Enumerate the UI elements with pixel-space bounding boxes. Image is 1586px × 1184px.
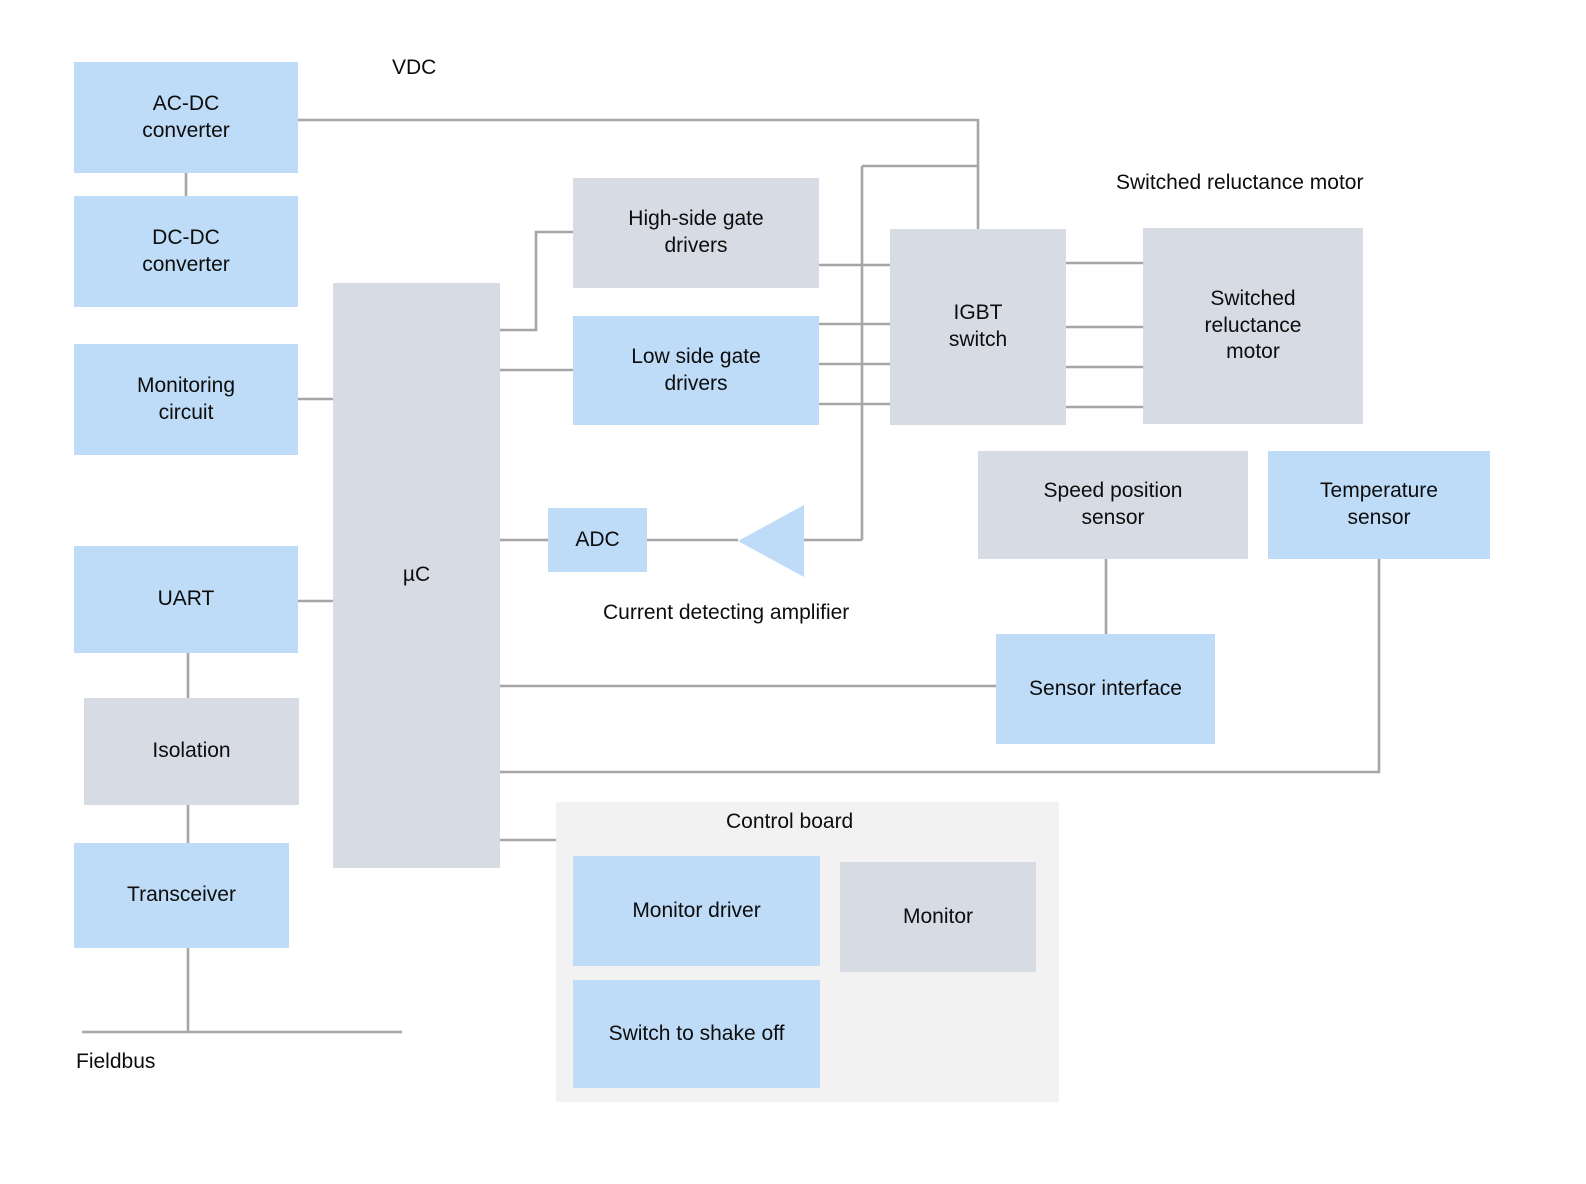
block-speed_sensor[interactable]: Speed position sensor — [978, 451, 1248, 559]
block-label-monitoring: Monitoring circuit — [136, 373, 236, 424]
block-switch_shake[interactable]: Switch to shake off — [573, 980, 820, 1088]
block-mcu[interactable]: µC — [333, 283, 500, 868]
label-srm_caption: Switched reluctance motor — [1116, 171, 1364, 194]
block-label-monitor_drv: Monitor driver — [632, 898, 761, 922]
block-srm[interactable]: Switched reluctance motor — [1143, 228, 1363, 424]
block-isolation[interactable]: Isolation — [84, 698, 299, 805]
block-label-transceiver: Transceiver — [127, 883, 236, 907]
block-label-sensor_if: Sensor interface — [1029, 676, 1182, 700]
wire-mcu-to-tempsensor — [500, 559, 1381, 774]
block-label-dc_dc: DC-DC converter — [142, 225, 230, 276]
block-label-low_side: Low side gate drivers — [631, 344, 761, 395]
block-label-isolation: Isolation — [152, 739, 231, 763]
block-temp_sensor[interactable]: Temperature sensor — [1268, 451, 1490, 559]
block-label-speed_sensor: Speed position sensor — [1043, 479, 1183, 529]
block-uart[interactable]: UART — [74, 546, 298, 653]
label-amp_caption: Current detecting amplifier — [603, 601, 850, 624]
block-transceiver[interactable]: Transceiver — [74, 843, 289, 948]
wire-mcu-to-highside — [500, 230, 573, 332]
block-label-mcu: µC — [402, 563, 431, 587]
current-detecting-amplifier-symbol — [738, 505, 804, 577]
block-label-high_side: High-side gate drivers — [628, 207, 764, 257]
block-ac_dc[interactable]: AC-DC converter — [74, 62, 298, 173]
label-vdc: VDC — [392, 56, 437, 79]
block-monitor[interactable]: Monitor — [840, 862, 1036, 972]
block-adc[interactable]: ADC — [548, 508, 647, 572]
block-label-temp_sensor: Temperature sensor — [1320, 479, 1438, 529]
block-monitor_drv[interactable]: Monitor driver — [573, 856, 820, 966]
label-fieldbus: Fieldbus — [76, 1050, 156, 1073]
block-igbt[interactable]: IGBT switch — [890, 229, 1066, 425]
block-monitoring[interactable]: Monitoring circuit — [74, 344, 298, 455]
block-label-ac_dc: AC-DC converter — [142, 91, 230, 142]
block-high_side[interactable]: High-side gate drivers — [573, 178, 819, 288]
block-label-igbt: IGBT switch — [948, 301, 1008, 351]
wire-acdc-vdc-to-igbt — [298, 118, 980, 229]
block-label-adc: ADC — [575, 527, 620, 551]
block-label-switch_shake: Switch to shake off — [608, 1021, 785, 1045]
block-sensor_if[interactable]: Sensor interface — [996, 634, 1215, 744]
block-dc_dc[interactable]: DC-DC converter — [74, 196, 298, 307]
block-label-srm: Switched reluctance motor — [1204, 286, 1302, 364]
block-label-monitor: Monitor — [902, 904, 974, 928]
label-control_board_title: Control board — [726, 810, 854, 833]
block-low_side[interactable]: Low side gate drivers — [573, 316, 819, 425]
block-label-uart: UART — [157, 587, 215, 611]
